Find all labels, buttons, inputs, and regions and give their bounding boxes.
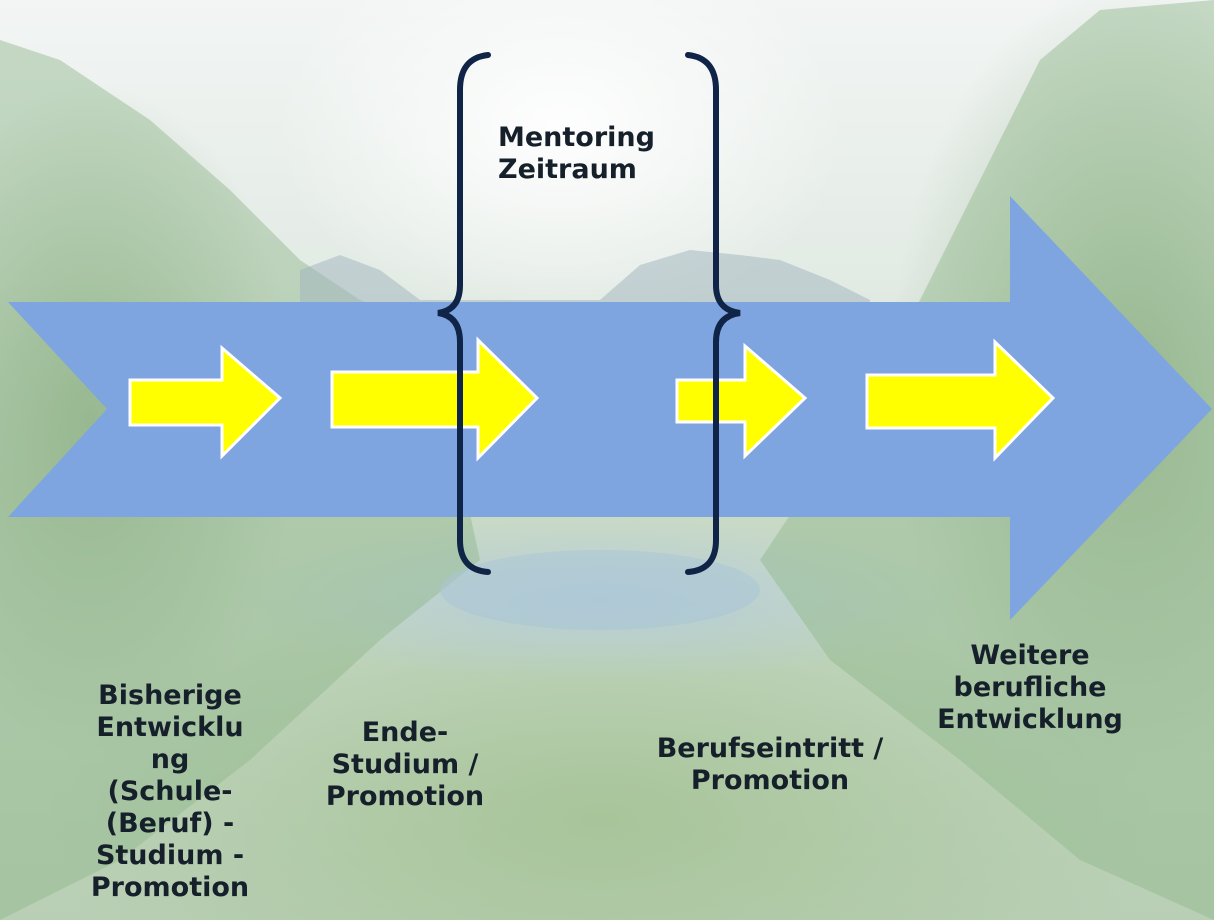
- stage-label-end-of-studies: Ende- Studium / Promotion: [325, 717, 485, 812]
- stage-label-further-development: Weitere berufliche Entwicklung: [937, 640, 1123, 735]
- fjord-lake: [440, 550, 760, 630]
- step-arrow-3: [675, 342, 808, 460]
- mentoring-left-brace: [437, 52, 491, 575]
- step-arrow-1: [128, 344, 283, 460]
- mentoring-period-label: Mentoring Zeitraum: [498, 122, 655, 185]
- stage-label-previous-development: Bisherige Entwicklu ng (Schule- (Beruf) …: [90, 680, 250, 903]
- mentoring-right-brace: [685, 52, 741, 575]
- stage-label-career-entry: Berufseintritt / Promotion: [656, 733, 884, 796]
- timeline-main-arrow: [8, 196, 1212, 620]
- step-arrow-2: [330, 336, 540, 462]
- step-arrow-4: [865, 338, 1056, 462]
